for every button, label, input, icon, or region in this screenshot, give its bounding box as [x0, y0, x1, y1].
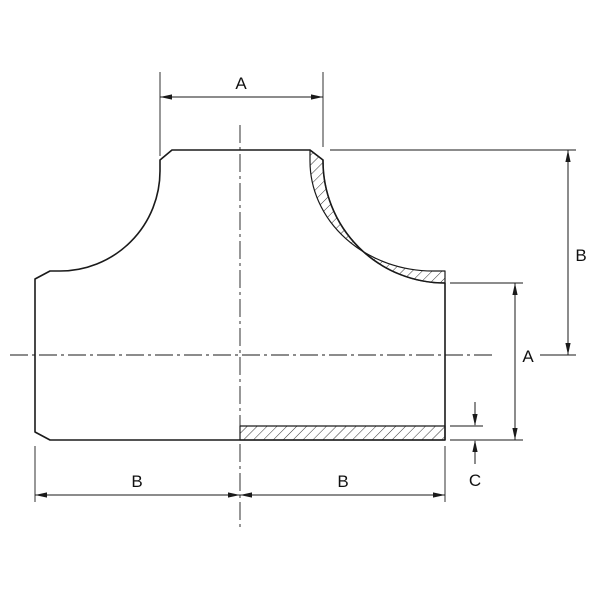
run-wall-section-hatch [239, 425, 446, 441]
dim-label-a-top: A [235, 74, 247, 93]
dim-b-right: B [330, 149, 587, 356]
arrowhead [512, 283, 518, 295]
dim-b-bottom-right: B [240, 446, 446, 502]
arrowhead [472, 414, 478, 426]
arrowhead [160, 94, 172, 100]
arrowhead [35, 492, 47, 498]
arrowhead [240, 492, 252, 498]
arrowhead [565, 150, 571, 162]
dim-a-top: A [159, 72, 324, 156]
centerlines [10, 125, 492, 530]
arrowhead [228, 492, 240, 498]
dim-label-b-bottom-left: B [131, 472, 142, 491]
dim-c: C [450, 402, 483, 490]
dim-label-b-right: B [575, 246, 586, 265]
arrowhead [512, 428, 518, 440]
arrowhead [565, 343, 571, 355]
arrowhead [472, 440, 478, 452]
arrowhead [311, 94, 323, 100]
dim-label-c: C [469, 471, 481, 490]
dim-label-a-right: A [522, 347, 534, 366]
dim-label-b-bottom-right: B [337, 472, 348, 491]
arrowhead [433, 492, 445, 498]
dim-b-bottom-left: B [34, 446, 240, 502]
dim-a-right: A [450, 282, 534, 441]
crotch-wall-section-hatch [309, 149, 446, 284]
